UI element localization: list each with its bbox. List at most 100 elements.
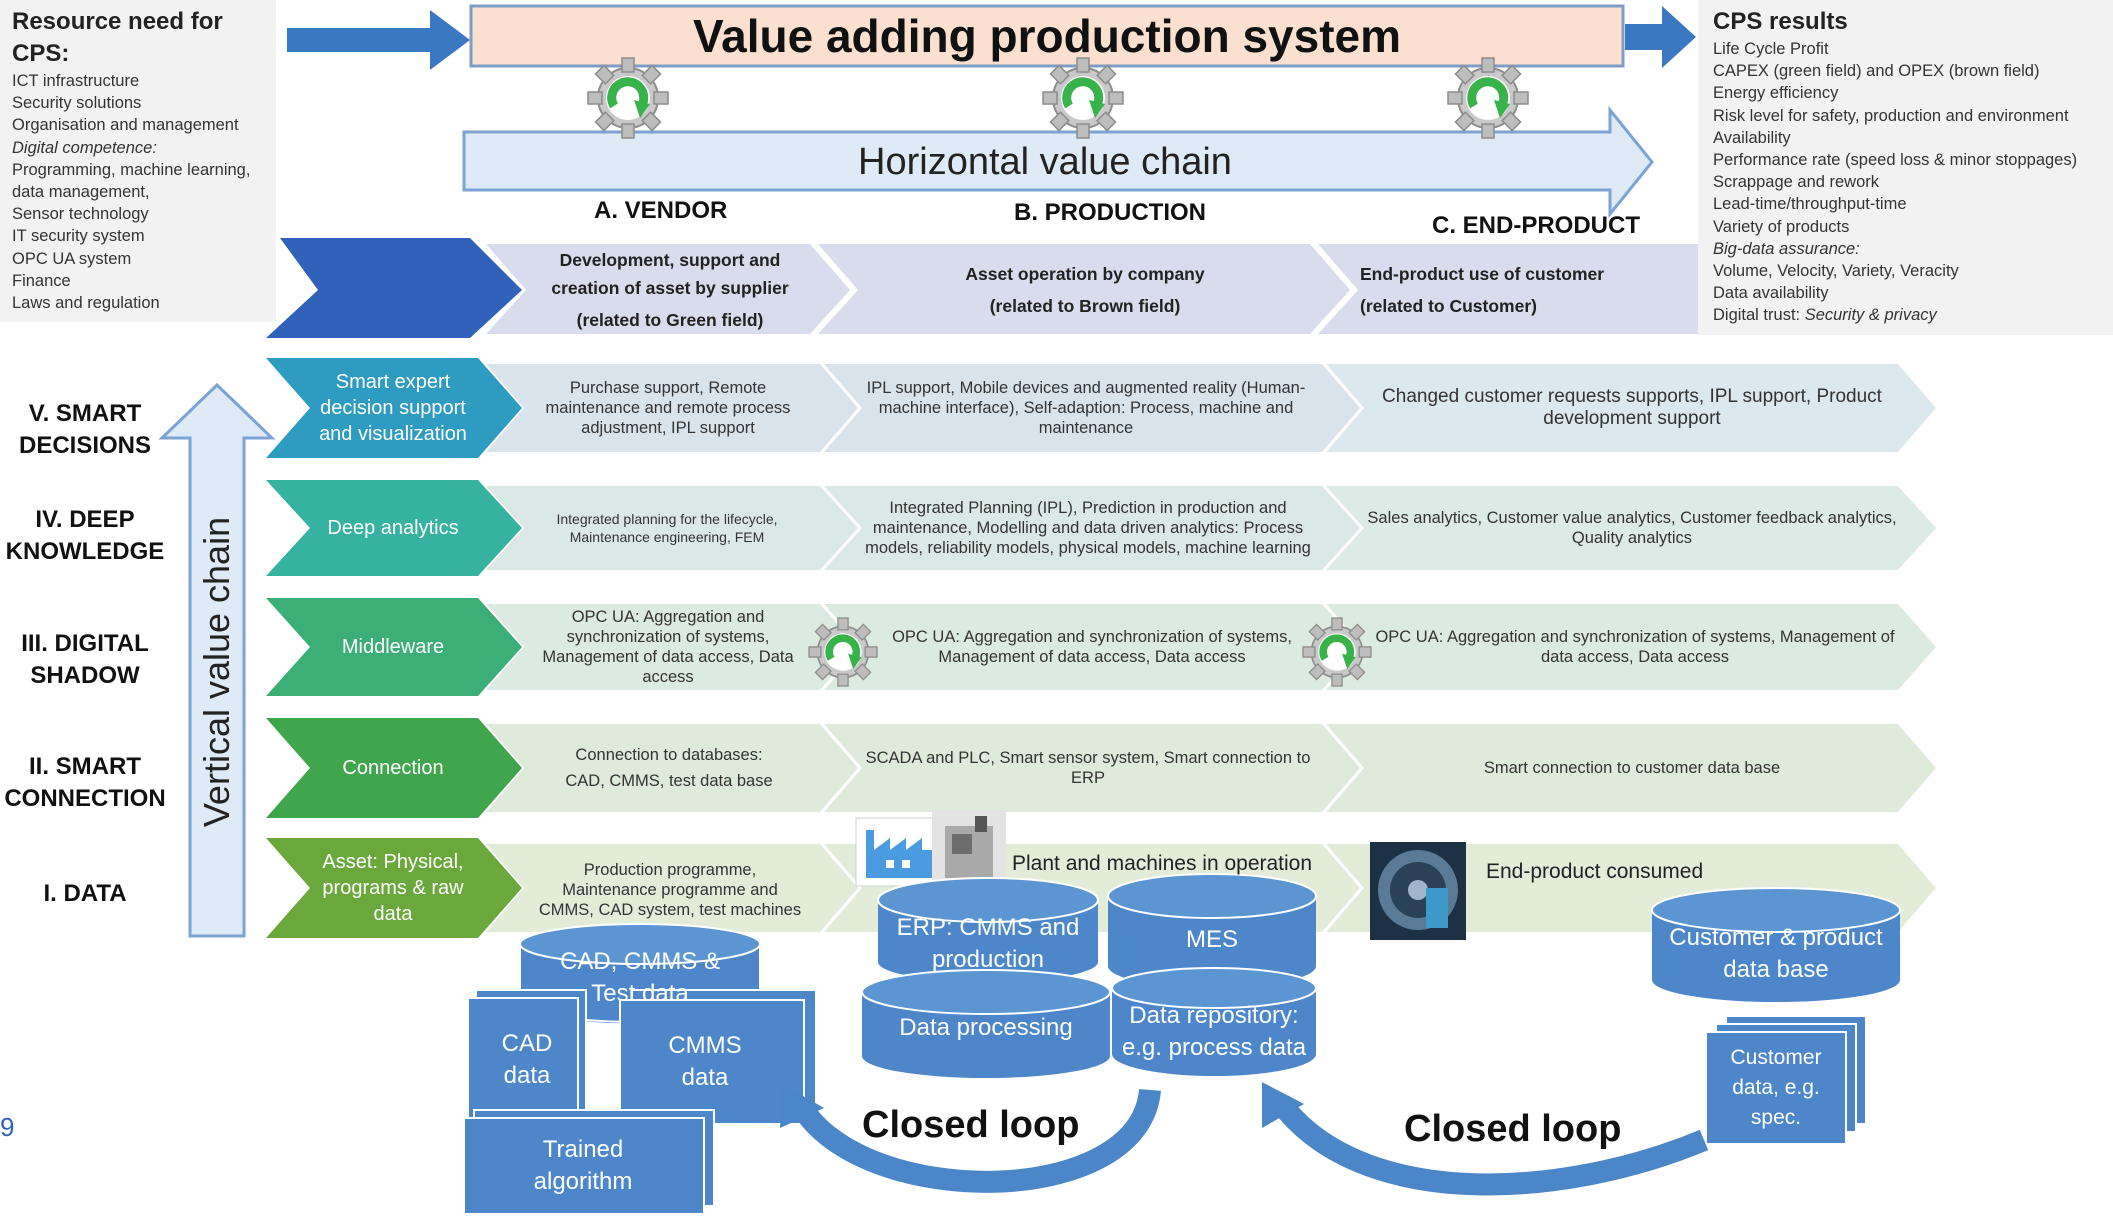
db-cylinder-group <box>463 873 1901 1215</box>
result-item: Variety of products <box>1713 217 1850 236</box>
stage-desc-production: Asset operation by company (related to B… <box>880 258 1290 322</box>
level-v-line2: DECISIONS <box>18 432 152 459</box>
resource-item: Finance <box>12 271 71 290</box>
stage-header-production: B. PRODUCTION <box>1014 199 1206 226</box>
resource-heading: Resource need for <box>12 8 223 35</box>
stage-desc-end-product: End-product use of customer (related to … <box>1360 258 1605 322</box>
tier-deep-analytics: Deep analytics <box>327 517 459 539</box>
stage-desc-vendor-line2: creation of asset by supplier <box>551 278 789 298</box>
resource-item: OPC UA system <box>12 249 132 268</box>
closed-loop-left-label: Closed loop <box>862 1104 1080 1146</box>
resource-panel <box>0 0 276 322</box>
level-ii-line2: CONNECTION <box>4 785 166 812</box>
cell-iii-production: OPC UA: Aggregation and synchronization … <box>892 628 1292 666</box>
factory-icon <box>855 817 943 887</box>
row-v-smart-decisions <box>266 358 1936 458</box>
stage-desc-production-line1: Asset operation by company <box>965 264 1205 284</box>
db-mes: MES <box>1185 926 1238 953</box>
db-cmms-data: CMMS data <box>668 1032 742 1091</box>
db-cad-data: CAD data <box>501 1030 553 1089</box>
resource-item: IT security system <box>12 227 145 246</box>
row-ii-smart-connection <box>266 718 1936 818</box>
result-item: Lead-time/throughput-time <box>1713 195 1907 214</box>
tier-asset: Asset: Physical, programs & raw data <box>322 851 464 925</box>
resource-heading-2: CPS: <box>12 40 70 67</box>
closed-loop-right-label: Closed loop <box>1404 1108 1622 1150</box>
stage-start-chevron <box>266 238 522 338</box>
tier-middleware: Middleware <box>341 636 445 658</box>
stage-band-vendor <box>486 244 850 334</box>
stage-desc-vendor: Development, support and creation of ass… <box>520 246 820 334</box>
db-trained-algorithm: Trained algorithm <box>533 1136 633 1195</box>
result-item: Energy efficiency <box>1713 84 1839 103</box>
result-item: Availability <box>1713 128 1791 147</box>
level-ii-line1: II. SMART <box>29 753 141 780</box>
level-label-iii: III. DIGITAL SHADOW <box>0 628 170 692</box>
arrow-out-icon <box>1625 6 1696 68</box>
engine-photo-icon <box>1370 842 1466 940</box>
db-customer-data: Customer data, e.g. spec. <box>1730 1046 1822 1129</box>
resource-list: Resource need for CPS: ICT infrastructur… <box>12 6 274 314</box>
row-iii-digital-shadow <box>266 598 1936 696</box>
cell-iv-production: Integrated Planning (IPL), Prediction in… <box>865 499 1311 557</box>
page-title: Value adding production system <box>692 10 1401 62</box>
vertical-chain-label: Vertical value chain <box>196 516 237 828</box>
stage-desc-vendor-line1: Development, support and <box>559 250 781 270</box>
cell-v-production: IPL support, Mobile devices and augmente… <box>866 379 1306 437</box>
gear-refresh-icon <box>809 618 877 686</box>
cell-i-end-product: End-product consumed <box>1486 860 1704 883</box>
digital-trust-italic: Security & privacy <box>1804 306 1937 325</box>
stage-band-end-product <box>1318 244 1698 334</box>
tier-smart-expert: Smart expert decision support and visual… <box>319 371 467 445</box>
cell-ii-vendor: Connection to databases: CAD, CMMS, test… <box>565 746 773 790</box>
db-erp: ERP: CMMS and production <box>896 914 1080 973</box>
level-i-line1: I. DATA <box>43 880 127 907</box>
cell-v-end-product: Changed customer requests supports, IPL … <box>1382 386 1882 429</box>
stage-desc-end-product-line1: End-product use of customer <box>1360 264 1605 284</box>
level-label-iv: IV. DEEP KNOWLEDGE <box>0 504 170 568</box>
level-iv-line2: KNOWLEDGE <box>5 538 165 565</box>
result-item: Performance rate (speed loss & minor sto… <box>1713 151 2078 170</box>
cell-i-production: Plant and machines in operation <box>1012 852 1313 875</box>
cell-ii-production: SCADA and PLC, Smart sensor system, Smar… <box>865 749 1311 787</box>
resource-item: Security solutions <box>12 94 142 113</box>
stage-desc-end-product-line2: (related to Customer) <box>1360 296 1537 316</box>
cell-i-vendor: Production programme, Maintenance progra… <box>538 861 802 919</box>
resource-item: Organisation and management <box>12 116 239 135</box>
gear-refresh-icon <box>1448 58 1528 138</box>
cell-ii-end-product: Smart connection to customer data base <box>1483 759 1781 777</box>
cell-iii-end-product: OPC UA: Aggregation and synchronization … <box>1375 628 1895 666</box>
gear-refresh-icon <box>1303 618 1371 686</box>
arrow-in-icon <box>287 10 470 70</box>
level-label-i: I. DATA <box>0 878 170 910</box>
results-panel <box>1698 0 2113 335</box>
cell-iv-vendor: Integrated planning for the lifecycle, M… <box>556 511 778 545</box>
level-label-ii: II. SMART CONNECTION <box>0 751 170 815</box>
gear-refresh-icon <box>1043 58 1123 138</box>
result-item: Data availability <box>1713 284 1829 303</box>
gear-refresh-icon <box>588 58 668 138</box>
closed-loop-right-arrow <box>1262 1082 1709 1196</box>
cell-v-vendor: Purchase support, Remote maintenance and… <box>545 379 791 437</box>
level-v-line1: V. SMART <box>28 400 142 427</box>
stage-band-production <box>818 244 1350 334</box>
level-iii-line2: SHADOW <box>30 662 140 689</box>
stage-header-vendor: A. VENDOR <box>594 197 728 224</box>
level-iii-line1: III. DIGITAL <box>21 630 149 657</box>
machine-photo-icon <box>932 810 1006 886</box>
db-customer-product: Customer & product data base <box>1669 924 1883 983</box>
digital-trust-prefix: Digital trust: <box>1713 306 1805 325</box>
result-item: Risk level for safety, production and en… <box>1713 106 2069 125</box>
level-iv-line1: IV. DEEP <box>35 506 135 533</box>
row-iv-deep-knowledge <box>266 480 1936 576</box>
resource-item: Digital competence: <box>12 138 157 157</box>
horizontal-chain-label: Horizontal value chain <box>858 140 1232 183</box>
level-label-v: V. SMART DECISIONS <box>0 398 170 462</box>
resource-item: Programming, machine learning, <box>12 160 251 179</box>
result-item: Big-data assurance: <box>1713 239 1860 258</box>
db-data-repository: Data repository: e.g. process data <box>1121 1002 1307 1061</box>
